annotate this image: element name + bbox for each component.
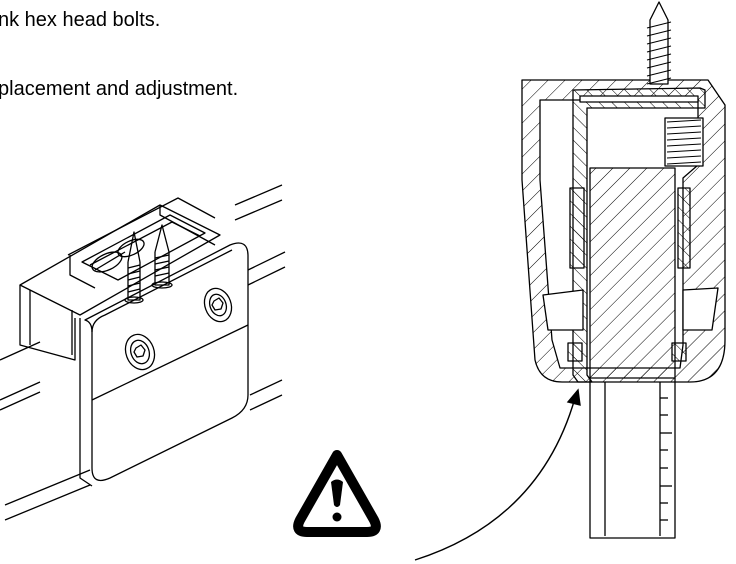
instruction-text-line-1: nk hex head bolts.	[0, 9, 161, 31]
threaded-insert	[664, 117, 704, 167]
callout-arrow	[414, 388, 581, 561]
rail-lines	[0, 184, 286, 521]
insert-threads	[666, 119, 702, 165]
cross-section-illustration	[521, 1, 726, 539]
instruction-text-line-2: placement and adjustment.	[0, 78, 239, 100]
screw-right	[151, 224, 173, 289]
wood-screw-top	[646, 1, 672, 85]
isometric-clamp-illustration	[0, 184, 286, 521]
bolt-front-right	[203, 287, 233, 323]
clamp-front-face	[84, 242, 249, 482]
warning-triangle-icon	[293, 450, 381, 537]
glass-below	[589, 378, 676, 539]
clamp-back-body	[19, 204, 221, 316]
bolt-front-left	[124, 333, 156, 371]
glass-panel-section	[589, 167, 676, 379]
